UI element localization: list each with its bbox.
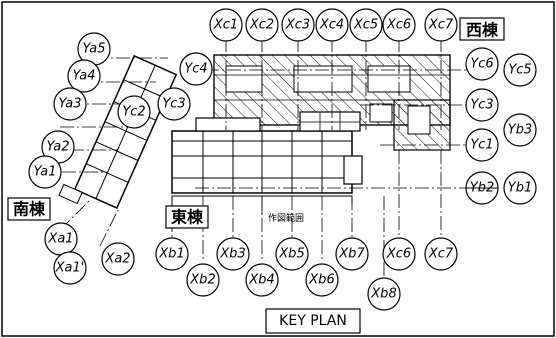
label-yc3: Yc3 xyxy=(470,98,493,113)
bubble-yc6 xyxy=(465,47,499,81)
label-yb1: Yb1 xyxy=(508,181,532,196)
bubble-yb3 xyxy=(503,113,537,147)
label-yc3-left: Yc3 xyxy=(162,97,185,112)
bubble-yc3 xyxy=(465,88,499,122)
drawing-range-label: 作図範囲 xyxy=(268,212,304,224)
bubble-xc7 xyxy=(424,8,458,42)
bubble-ya1 xyxy=(28,155,62,189)
bubble-xc6 xyxy=(382,8,416,42)
east-building xyxy=(171,111,363,194)
label-xb4: Xb4 xyxy=(248,273,274,288)
bubble-yc1 xyxy=(465,128,499,162)
label-south: 南棟 xyxy=(13,200,46,219)
label-xa1: Xa1 xyxy=(47,232,73,247)
bubble-ya4 xyxy=(67,59,101,93)
label-yc2: Yc2 xyxy=(122,105,145,120)
label-xb3: Xb3 xyxy=(219,247,245,262)
label-ya5: Ya5 xyxy=(83,42,106,57)
label-xb6: Xb6 xyxy=(308,273,334,288)
bubble-yb1 xyxy=(503,171,537,205)
label-east-box: 東棟 xyxy=(165,205,209,229)
bubble-ya3 xyxy=(53,87,87,121)
bubble-xc5 xyxy=(349,8,383,42)
label-xc2: Xc2 xyxy=(249,18,274,33)
bubble-yc5 xyxy=(503,53,537,87)
label-xa1-prime: Xa1' xyxy=(55,261,85,276)
label-xc3: Xc3 xyxy=(285,18,310,33)
bubble-xb3 xyxy=(216,237,250,271)
label-xc5: Xc5 xyxy=(353,18,378,33)
label-ya2: Ya2 xyxy=(47,140,70,155)
label-xc6-bottom: Xc6 xyxy=(386,247,411,262)
page-title: KEY PLAN xyxy=(279,313,347,329)
bubble-yc4 xyxy=(179,52,213,86)
bubble-xc3 xyxy=(281,8,315,42)
label-ya4: Ya4 xyxy=(73,69,96,84)
grid-bubbles xyxy=(28,8,537,311)
label-yc4: Yc4 xyxy=(184,62,207,77)
bubble-xb1 xyxy=(155,237,189,271)
bubble-xb6 xyxy=(305,263,339,297)
label-xc7-bottom: Xc7 xyxy=(428,247,454,262)
label-ya1: Ya1 xyxy=(34,165,57,180)
label-xb8: Xb8 xyxy=(370,287,396,302)
label-xb2: Xb2 xyxy=(189,273,215,288)
label-xa2: Xa2 xyxy=(104,252,130,267)
bubble-yc3-left xyxy=(157,87,191,121)
label-yc5: Yc5 xyxy=(508,63,531,78)
bubble-xb7 xyxy=(335,237,369,271)
label-east: 東棟 xyxy=(171,208,204,227)
label-xc7: Xc7 xyxy=(428,18,454,33)
label-xb7: Xb7 xyxy=(338,247,365,262)
label-xc6: Xc6 xyxy=(386,18,411,33)
bubble-xa2 xyxy=(101,242,135,276)
bubble-xa1-prime xyxy=(53,251,87,285)
bubble-xc1 xyxy=(209,8,243,42)
label-yc6: Yc6 xyxy=(470,57,493,72)
label-yc1: Yc1 xyxy=(470,138,493,153)
label-yb3: Yb3 xyxy=(508,123,532,138)
label-xb5: Xb5 xyxy=(278,247,304,262)
bubble-yc2 xyxy=(117,95,151,129)
bubble-xc7-bottom xyxy=(424,237,458,271)
label-xc4: Xc4 xyxy=(319,18,344,33)
label-xc1: Xc1 xyxy=(213,18,238,33)
label-xb1: Xb1 xyxy=(158,247,184,262)
label-ya3: Ya3 xyxy=(59,97,82,112)
bubble-xb2 xyxy=(186,263,220,297)
label-west: 西棟 xyxy=(466,21,499,40)
title-box: KEY PLAN xyxy=(265,308,361,334)
bubble-xb4 xyxy=(245,263,279,297)
label-south-box: 南棟 xyxy=(7,197,51,221)
bubble-xc2 xyxy=(245,8,279,42)
bubble-xb5 xyxy=(275,237,309,271)
bubble-xb8 xyxy=(367,277,401,311)
bubble-xc6-bottom xyxy=(382,237,416,271)
bubble-xc4 xyxy=(315,8,349,42)
label-west-box: 西棟 xyxy=(459,17,505,41)
